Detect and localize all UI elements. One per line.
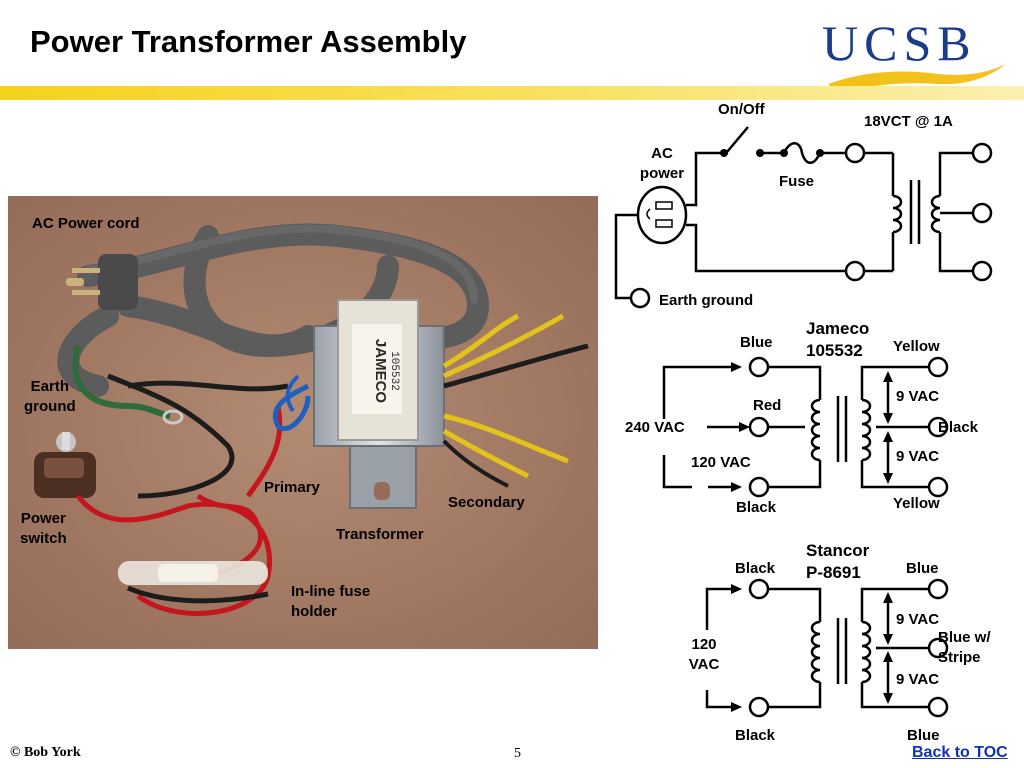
label-power-switch: Power switch bbox=[20, 509, 67, 549]
copyright: © Bob York bbox=[10, 745, 81, 760]
label-on-off: On/Off bbox=[718, 101, 765, 118]
assembly-photo: JAMECO 105532 bbox=[8, 196, 598, 649]
photo-brand: JAMECO bbox=[372, 339, 389, 404]
jameco-black-mid: Black bbox=[938, 419, 979, 436]
terminal bbox=[927, 356, 949, 378]
label-power-switch-line1: Power bbox=[20, 510, 66, 527]
stancor-120vac-line1: 120 bbox=[691, 636, 717, 653]
stancor-black-bottom: Black bbox=[735, 727, 776, 744]
page-number: 5 bbox=[514, 746, 521, 761]
back-to-toc-link[interactable]: Back to TOC bbox=[912, 744, 1008, 761]
terminal bbox=[971, 202, 993, 224]
terminal bbox=[971, 260, 993, 282]
label-ac-power-line1: AC bbox=[651, 145, 673, 162]
stancor-blue-stripe-line1: Blue w/ bbox=[938, 629, 991, 646]
header-stripe bbox=[0, 86, 1024, 100]
label-primary: Primary bbox=[264, 479, 320, 496]
stancor-title: Stancor P-8691 bbox=[806, 540, 869, 584]
ac-outlet bbox=[636, 185, 688, 245]
terminal bbox=[748, 476, 770, 498]
stancor-blue-bottom: Blue bbox=[907, 727, 940, 744]
terminal bbox=[927, 578, 949, 600]
label-earth-ground-line2: ground bbox=[24, 398, 76, 415]
jameco-title-line2: 105532 bbox=[806, 341, 863, 360]
photo-part-number: 105532 bbox=[388, 351, 400, 391]
label-ac-power-line2: power bbox=[639, 165, 685, 182]
jameco-yellow-bottom: Yellow bbox=[893, 495, 940, 512]
label-fuse-holder-line2: holder bbox=[291, 603, 337, 620]
jameco-title-line1: Jameco bbox=[806, 319, 870, 338]
label-earth-ground-schematic: Earth ground bbox=[659, 292, 754, 309]
jameco-9vac-top: 9 VAC bbox=[896, 388, 940, 405]
terminal bbox=[748, 578, 770, 600]
plug bbox=[98, 254, 138, 310]
jameco-red: Red bbox=[753, 397, 782, 414]
terminal bbox=[844, 142, 866, 164]
label-secondary: Secondary bbox=[448, 494, 525, 511]
stancor-120vac-line2: VAC bbox=[688, 656, 720, 673]
label-earth-ground: Earth ground bbox=[24, 377, 76, 417]
terminal bbox=[927, 696, 949, 718]
jameco-240vac: 240 VAC bbox=[625, 419, 685, 436]
terminal bbox=[748, 696, 770, 718]
terminal bbox=[629, 287, 651, 309]
stancor-blue-stripe: Blue w/ Stripe bbox=[938, 628, 991, 668]
label-rating: 18VCT @ 1A bbox=[864, 113, 953, 130]
terminal bbox=[748, 356, 770, 378]
stancor-title-line1: Stancor bbox=[806, 541, 870, 560]
logo-text: UCSB bbox=[822, 15, 977, 71]
ucsb-logo: UCSB bbox=[822, 15, 1006, 94]
label-transformer: Transformer bbox=[336, 526, 424, 543]
jameco-blue: Blue bbox=[740, 334, 773, 351]
label-power-switch-line2: switch bbox=[20, 530, 67, 547]
label-fuse-holder: In-line fuse holder bbox=[291, 582, 370, 622]
label-ac-power-cord: AC Power cord bbox=[32, 215, 140, 232]
stancor-9vac-top: 9 VAC bbox=[896, 611, 940, 628]
jameco-black-bottom: Black bbox=[736, 499, 777, 516]
logo-wave bbox=[828, 64, 1006, 94]
label-fuse: Fuse bbox=[779, 173, 815, 190]
stancor-title-line2: P-8691 bbox=[806, 563, 861, 582]
stancor-black-top: Black bbox=[735, 560, 776, 577]
jameco-title: Jameco 105532 bbox=[806, 318, 869, 362]
stancor-9vac-bottom: 9 VAC bbox=[896, 671, 940, 688]
jameco-9vac-bottom: 9 VAC bbox=[896, 448, 940, 465]
terminal bbox=[971, 142, 993, 164]
stancor-120vac: 120 VAC bbox=[684, 635, 724, 675]
terminal bbox=[748, 416, 770, 438]
label-ac-power: AC power bbox=[636, 144, 688, 184]
slide-title: Power Transformer Assembly bbox=[30, 24, 467, 59]
stancor-blue-stripe-line2: Stripe bbox=[938, 649, 981, 666]
jameco-yellow-top: Yellow bbox=[893, 338, 940, 355]
label-earth-ground-line1: Earth bbox=[30, 378, 69, 395]
jameco-120vac: 120 VAC bbox=[691, 454, 751, 471]
terminal bbox=[844, 260, 866, 282]
label-fuse-holder-line1: In-line fuse bbox=[291, 583, 371, 600]
stancor-blue-top: Blue bbox=[906, 560, 939, 577]
